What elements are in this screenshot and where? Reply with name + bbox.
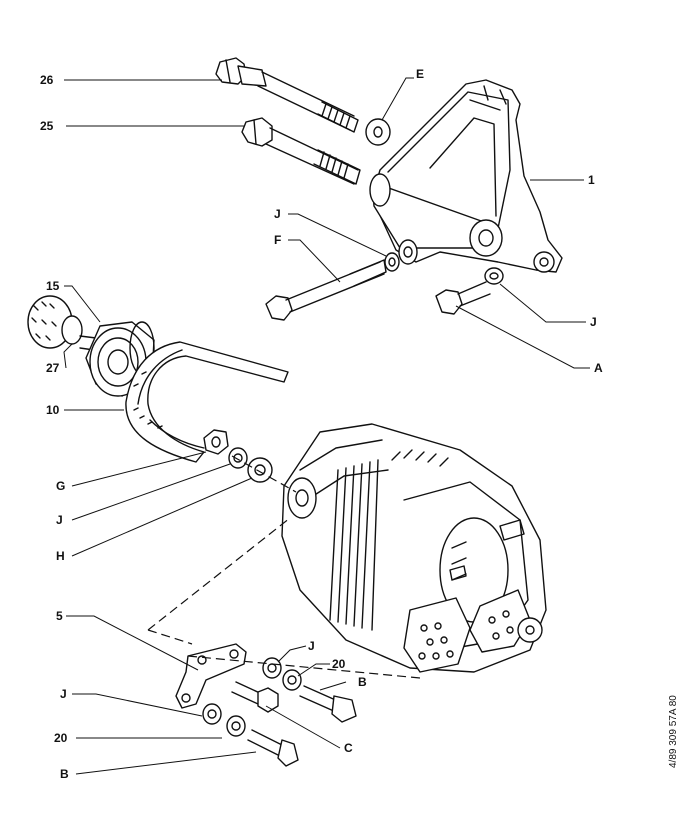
callout-j-right: J [590,315,597,329]
part-1-bracket [369,79,563,273]
part-c-bolt [231,681,279,713]
part-f-long-bolt [265,259,387,321]
callout-labels: 26 25 E 1 J F J A 15 27 10 G J H 5 J 20 … [40,67,603,781]
callout-5: 5 [56,609,63,623]
callout-26: 26 [40,73,54,87]
callout-j-lowleft: J [60,687,67,701]
washer-j-lowright [262,657,282,679]
callout-20-right: 20 [332,657,346,671]
callout-1: 1 [588,173,595,187]
part-27-cap [27,295,83,349]
callout-b-left: B [60,767,69,781]
callout-e: E [416,67,424,81]
callout-10: 10 [46,403,60,417]
callout-15: 15 [46,279,60,293]
alternator [281,423,547,673]
callout-j-lowright: J [308,639,315,653]
washer-j-lowleft [202,703,222,725]
assembly-dashed-lines [147,455,421,679]
callout-25: 25 [40,119,54,133]
bolt-b-right [299,685,357,723]
part-10-belt [125,341,289,463]
callout-g: G [56,479,65,493]
part-25-bolt [241,117,361,185]
washer-e [365,118,391,146]
callout-b-right: B [358,675,367,689]
nut-g [203,429,229,455]
callout-j-top: J [274,207,281,221]
callout-a: A [594,361,603,375]
callout-f: F [274,233,281,247]
washer-j-top [384,252,400,272]
callout-20-left: 20 [54,731,68,745]
bolt-b-left [247,729,299,767]
part-26-stud [215,57,359,133]
washer-20-left [226,715,246,737]
washer-h [247,457,273,483]
part-a-bolt [435,267,504,315]
callout-c: C [344,741,353,755]
washer-20-right [282,669,302,691]
callout-27: 27 [46,361,60,375]
leader-lines [63,77,590,775]
washer-j-mid [228,447,248,469]
callout-h: H [56,549,65,563]
callout-j-mid: J [56,513,63,527]
reference-stamp: 4/89 309 57A 80 [668,695,679,768]
part-5-bracket [175,643,247,709]
